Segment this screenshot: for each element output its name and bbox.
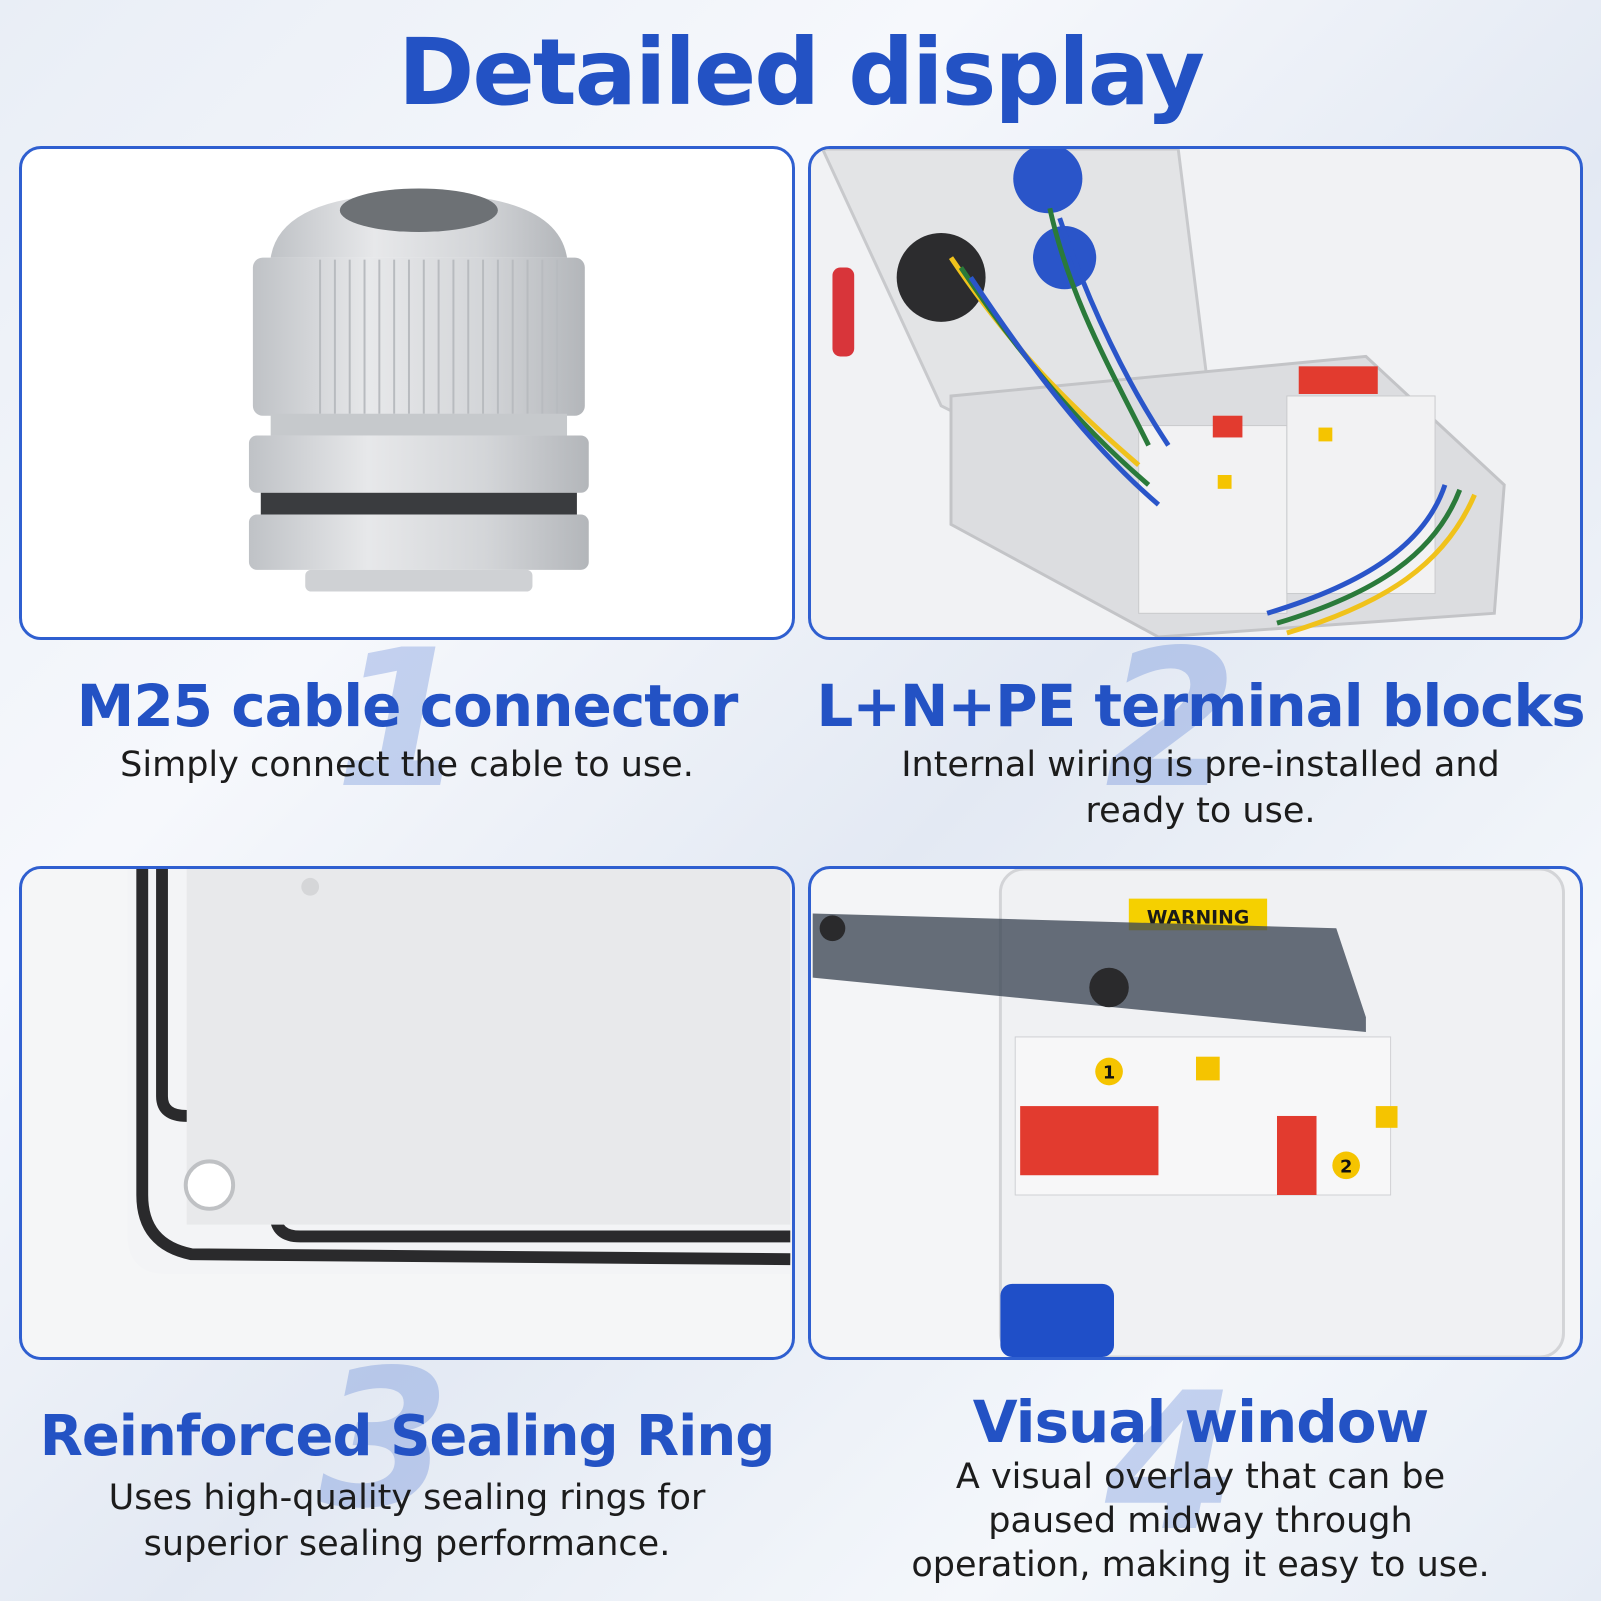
feature-3-heading: Reinforced Sealing Ring (39, 1404, 776, 1469)
visual-window-photo: WARNING 1 2 (808, 866, 1583, 1360)
breaker-1-label: 1 (1103, 1062, 1115, 1083)
feature-4-description: A visual overlay that can be paused midw… (808, 1455, 1593, 1587)
feature-2-description: Internal wiring is pre-installed and rea… (808, 742, 1593, 834)
feature-4-number: 4 (1105, 1352, 1238, 1573)
feature-3-description: Uses high-quality sealing rings for supe… (19, 1475, 795, 1567)
cable-gland-illustration (248, 188, 589, 592)
terminal-blocks-photo (808, 146, 1583, 640)
open-enclosure-illustration (820, 149, 1506, 637)
sealing-ring-illustration (23, 869, 791, 1357)
visual-window-illustration: WARNING 1 2 (812, 869, 1565, 1357)
feature-3-description-line: superior sealing performance. (143, 1524, 671, 1564)
page-title: Detailed display (398, 19, 1205, 126)
feature-4-heading: Visual window (972, 1388, 1429, 1456)
feature-2-number: 2 (1105, 609, 1238, 830)
feature-1-heading: M25 cable connector (76, 672, 739, 740)
warning-label: WARNING (1147, 907, 1250, 928)
feature-4-description-line: operation, making it easy to use. (911, 1545, 1490, 1585)
feature-1-description: Simply connect the cable to use. (19, 742, 795, 788)
feature-3-description-line: Uses high-quality sealing rings for (108, 1478, 706, 1518)
breaker-2-label: 2 (1340, 1156, 1352, 1177)
feature-1-description-line: Simply connect the cable to use. (120, 745, 694, 785)
feature-2-heading: L+N+PE terminal blocks (816, 672, 1585, 740)
feature-4-description-line: A visual overlay that can be (955, 1457, 1446, 1497)
feature-2-description-line: ready to use. (1085, 791, 1316, 831)
feature-4-description-line: paused midway through (988, 1501, 1413, 1541)
cable-connector-photo (19, 146, 795, 640)
feature-2-description-line: Internal wiring is pre-installed and (901, 745, 1500, 785)
feature-1-number: 1 (335, 609, 468, 830)
sealing-ring-photo (19, 866, 795, 1360)
feature-3-number: 3 (318, 1329, 451, 1550)
